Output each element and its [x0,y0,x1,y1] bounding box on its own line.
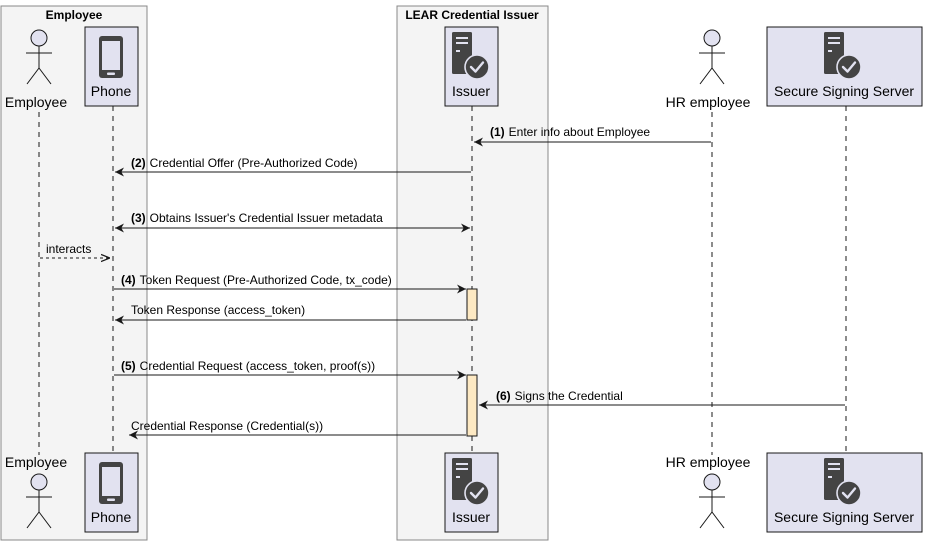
participant-hr-employee-top: HR employee [666,29,751,110]
message-interacts: interacts [40,242,110,258]
message-number: (2) [131,156,146,170]
participant-phone-bottom: Phone [84,452,139,533]
phone-icon [99,462,123,504]
activation-issuer-credential [466,374,478,437]
svg-text:(2)Credential Offer (Pre-Autho: (2) Credential Offer (Pre-Authorized Code… [131,156,358,170]
activation-issuer-token [466,288,478,321]
svg-text:(6)Signs the Credential: (6) Signs the Credential [496,389,623,403]
svg-text:Token Response (access_token): Token Response (access_token) [131,303,305,317]
svg-text:Credential Response (Credentia: Credential Response (Credential(s)) [131,419,323,433]
svg-text:interacts: interacts [46,242,91,256]
participant-label-phone: Phone [91,83,132,99]
participant-secure-signing-server-bottom: Secure Signing Server [766,452,923,533]
actor-icon [698,473,726,529]
message-number: (6) [496,389,511,403]
message-text: Credential Response (Credential(s)) [131,419,323,433]
phone-icon [99,36,123,78]
participant-employee-top: Employee [5,29,67,110]
participant-secure-signing-server-top: Secure Signing Server [766,26,923,107]
lifelines [38,106,847,455]
message-number: (1) [490,125,505,139]
participant-label-employee: Employee [5,454,67,470]
message-text: Token Response (access_token) [131,303,305,317]
actor-icon [698,29,726,85]
svg-text:(1)Enter info about Employee: (1) Enter info about Employee [490,125,650,139]
participant-phone-top: Phone [84,26,139,107]
message-text: interacts [46,242,91,256]
message-1: (1) Enter info about Employee [474,125,711,147]
group-title-employee: Employee [46,8,103,22]
message-token-response: Token Response (access_token) [115,303,466,325]
participant-label-employee: Employee [5,94,67,110]
participant-hr-employee-bottom: HR employee [666,454,751,529]
message-4: (4) Token Request (Pre-Authorized Code, t… [114,273,466,294]
message-6: (6) Signs the Credential [479,389,845,410]
participant-issuer-bottom: Issuer [444,452,499,533]
message-number: (5) [121,359,136,373]
participant-label-issuer: Issuer [452,83,490,99]
message-credential-response: Credential Response (Credential(s)) [129,419,466,440]
message-number: (4) [121,273,136,287]
participant-label-hr-employee: HR employee [666,94,751,110]
message-5: (5) Credential Request (access_token, pro… [114,359,466,380]
message-3: (3) Obtains Issuer's Credential Issuer me… [115,211,470,233]
message-number: (3) [131,211,146,225]
participant-label-secure-signing-server: Secure Signing Server [774,509,914,525]
svg-text:(3)Obtains Issuer's Credential: (3) Obtains Issuer's Credential Issuer me… [131,211,383,225]
message-text: Enter info about Employee [509,125,651,139]
participant-label-phone: Phone [91,509,132,525]
message-text: Credential Request (access_token, proof(… [140,359,375,373]
message-2: (2) Credential Offer (Pre-Authorized Code… [115,156,471,177]
svg-text:(5)Credential Request (access_: (5) Credential Request (access_token, pro… [121,359,375,373]
participant-issuer-top: Issuer [444,26,499,107]
message-text: Signs the Credential [515,389,623,403]
participant-label-hr-employee: HR employee [666,454,751,470]
group-title-lear-credential-issuer: LEAR Credential Issuer [405,8,539,22]
participant-label-issuer: Issuer [452,509,490,525]
message-text: Credential Offer (Pre-Authorized Code) [150,156,358,170]
message-text: Obtains Issuer's Credential Issuer metad… [150,211,383,225]
svg-text:(4)Token Request (Pre-Authoriz: (4) Token Request (Pre-Authorized Code, t… [121,273,392,287]
participant-label-secure-signing-server: Secure Signing Server [774,83,914,99]
participant-employee-bottom: Employee [5,454,67,529]
message-text: Token Request (Pre-Authorized Code, tx_c… [140,273,392,287]
